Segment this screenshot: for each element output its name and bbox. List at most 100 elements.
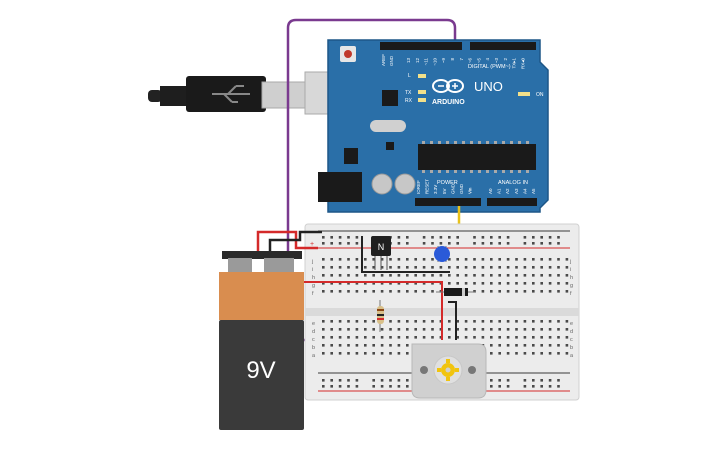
breadboard-hole[interactable] [481, 274, 485, 277]
breadboard-hole[interactable] [557, 328, 560, 331]
breadboard-hole[interactable] [557, 320, 560, 323]
breadboard-hole[interactable] [523, 336, 527, 339]
breadboard-hole[interactable] [565, 328, 569, 331]
breadboard-hole[interactable] [548, 328, 552, 331]
breadboard-hole[interactable] [397, 274, 401, 277]
breadboard-hole[interactable] [397, 344, 401, 347]
breadboard-hole[interactable] [548, 385, 552, 388]
breadboard-hole[interactable] [406, 282, 409, 285]
breadboard-hole[interactable] [347, 258, 350, 261]
breadboard-hole[interactable] [498, 385, 501, 388]
breadboard-hole[interactable] [431, 290, 434, 293]
breadboard-hole[interactable] [380, 282, 384, 285]
breadboard-hole[interactable] [355, 258, 359, 261]
breadboard-hole[interactable] [330, 320, 333, 323]
breadboard-hole[interactable] [397, 385, 401, 388]
breadboard-hole[interactable] [523, 242, 527, 245]
breadboard-hole[interactable] [338, 282, 342, 285]
breadboard-hole[interactable] [490, 336, 493, 339]
breadboard-hole[interactable] [347, 328, 350, 331]
breadboard-hole[interactable] [506, 266, 510, 269]
breadboard-hole[interactable] [506, 328, 510, 331]
breadboard-hole[interactable] [540, 352, 543, 355]
breadboard-hole[interactable] [448, 258, 451, 261]
breadboard-hole[interactable] [322, 385, 325, 388]
breadboard-hole[interactable] [456, 320, 459, 323]
breadboard-hole[interactable] [532, 290, 535, 293]
breadboard-hole[interactable] [389, 282, 392, 285]
breadboard-hole[interactable] [506, 352, 510, 355]
breadboard-hole[interactable] [338, 379, 342, 382]
breadboard-hole[interactable] [338, 320, 342, 323]
breadboard-hole[interactable] [330, 266, 333, 269]
breadboard-hole[interactable] [490, 274, 493, 277]
breadboard-hole[interactable] [355, 266, 359, 269]
breadboard-hole[interactable] [515, 258, 518, 261]
breadboard-hole[interactable] [431, 242, 434, 245]
breadboard-hole[interactable] [448, 274, 451, 277]
breadboard-hole[interactable] [355, 236, 359, 239]
breadboard-hole[interactable] [330, 258, 333, 261]
breadboard-hole[interactable] [473, 336, 476, 339]
arduino-board[interactable]: ARDUINO UNO DIGITAL (PWM~) POWER ANALOG … [318, 39, 549, 213]
breadboard-hole[interactable] [448, 336, 451, 339]
breadboard-hole[interactable] [338, 352, 342, 355]
breadboard-hole[interactable] [372, 344, 375, 347]
breadboard-hole[interactable] [557, 379, 560, 382]
breadboard-hole[interactable] [372, 258, 375, 261]
breadboard-hole[interactable] [422, 266, 426, 269]
breadboard-hole[interactable] [330, 328, 333, 331]
breadboard-hole[interactable] [557, 336, 560, 339]
breadboard-hole[interactable] [456, 274, 459, 277]
breadboard-hole[interactable] [414, 336, 417, 339]
breadboard-hole[interactable] [380, 352, 384, 355]
breadboard-hole[interactable] [498, 236, 501, 239]
breadboard-hole[interactable] [322, 258, 325, 261]
breadboard-hole[interactable] [330, 352, 333, 355]
breadboard-hole[interactable] [523, 274, 527, 277]
usb-cable[interactable] [148, 71, 336, 115]
breadboard-hole[interactable] [347, 379, 350, 382]
breadboard-hole[interactable] [431, 320, 434, 323]
breadboard-hole[interactable] [540, 290, 543, 293]
breadboard-hole[interactable] [380, 344, 384, 347]
breadboard-hole[interactable] [330, 290, 333, 293]
breadboard-hole[interactable] [347, 320, 350, 323]
breadboard-hole[interactable] [540, 379, 543, 382]
breadboard-hole[interactable] [322, 266, 325, 269]
breadboard-hole[interactable] [548, 290, 552, 293]
breadboard-hole[interactable] [414, 274, 417, 277]
breadboard-hole[interactable] [498, 242, 501, 245]
breadboard-hole[interactable] [490, 290, 493, 293]
breadboard-hole[interactable] [523, 352, 527, 355]
breadboard-hole[interactable] [389, 290, 392, 293]
breadboard-hole[interactable] [422, 328, 426, 331]
breadboard-hole[interactable] [389, 385, 392, 388]
breadboard-hole[interactable] [330, 242, 333, 245]
breadboard-hole[interactable] [532, 236, 535, 239]
breadboard-hole[interactable] [347, 236, 350, 239]
breadboard-hole[interactable] [506, 320, 510, 323]
breadboard-hole[interactable] [389, 336, 392, 339]
breadboard-hole[interactable] [380, 328, 384, 331]
breadboard-hole[interactable] [490, 385, 493, 388]
breadboard-hole[interactable] [557, 290, 560, 293]
breadboard-hole[interactable] [464, 320, 468, 323]
breadboard-hole[interactable] [439, 282, 443, 285]
breadboard-hole[interactable] [540, 236, 543, 239]
breadboard-hole[interactable] [330, 385, 333, 388]
breadboard-hole[interactable] [448, 236, 451, 239]
breadboard-hole[interactable] [532, 328, 535, 331]
breadboard-hole[interactable] [515, 266, 518, 269]
breadboard-hole[interactable] [364, 344, 367, 347]
breadboard-hole[interactable] [515, 290, 518, 293]
breadboard-hole[interactable] [330, 379, 333, 382]
breadboard-hole[interactable] [406, 266, 409, 269]
breadboard-hole[interactable] [548, 274, 552, 277]
breadboard-hole[interactable] [389, 274, 392, 277]
breadboard-hole[interactable] [498, 336, 501, 339]
breadboard-hole[interactable] [490, 320, 493, 323]
breadboard-hole[interactable] [448, 266, 451, 269]
breadboard-hole[interactable] [347, 274, 350, 277]
breadboard-hole[interactable] [532, 352, 535, 355]
